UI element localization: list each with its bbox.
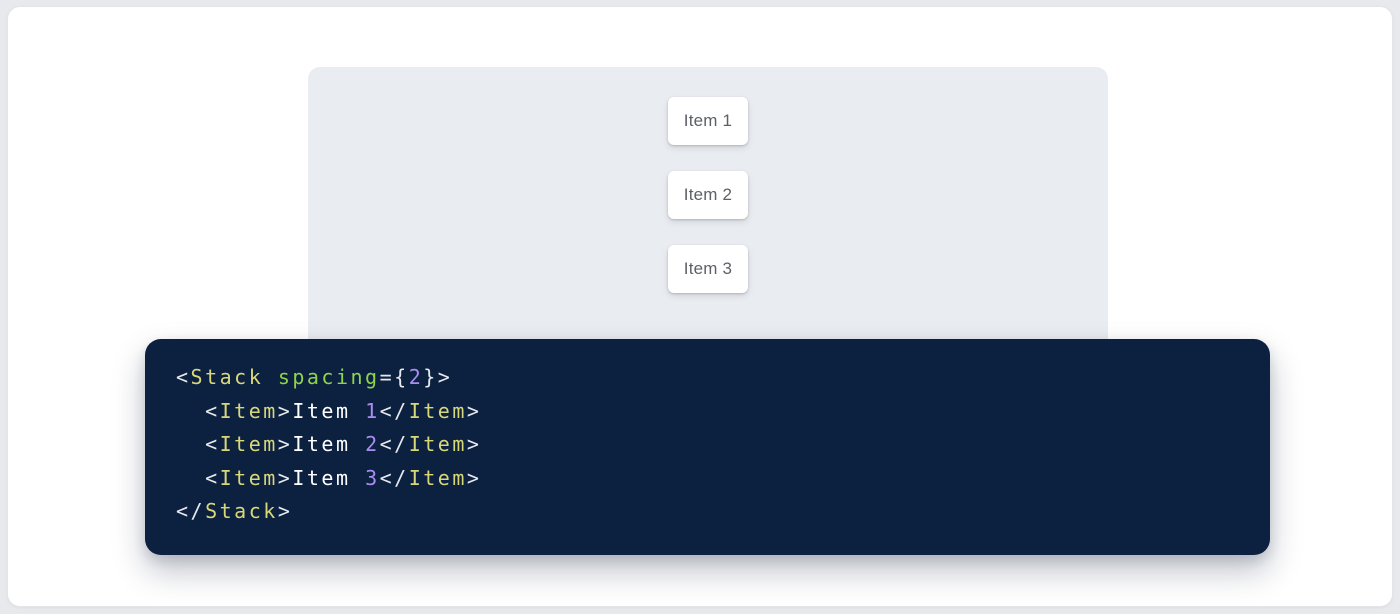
code-token-punct: > [277, 499, 293, 523]
stack-item-card: Item 3 [668, 245, 748, 293]
code-token-punct: > [466, 398, 482, 423]
code-token-punct: > [466, 465, 482, 490]
stack-item-card: Item 2 [668, 171, 748, 219]
code-token-tag: Stack [190, 365, 264, 389]
stack-item-label: Item 2 [683, 185, 733, 204]
code-token-punct: </ [379, 465, 409, 490]
code-token-tag: Item [408, 432, 467, 456]
code-token-punct: < [176, 432, 220, 456]
stack-demo: Item 1 Item 2 Item 3 [308, 67, 1108, 293]
code-token-punct: > [277, 465, 293, 490]
code-token-punct: < [176, 465, 220, 490]
code-line: <Item>Item 3</Item> [176, 462, 1250, 496]
code-token-punct: < [176, 365, 191, 389]
code-token-punct: }> [423, 365, 453, 389]
code-token-text: Item [292, 465, 366, 490]
code-token-num: 2 [408, 365, 424, 389]
code-content: <Stack spacing={2}> <Item>Item 1</Item> … [176, 361, 1250, 529]
code-token-punct: > [466, 432, 482, 456]
code-token-num: 1 [365, 398, 380, 423]
code-token-punct: </ [379, 432, 409, 456]
code-token-punct: < [176, 398, 220, 423]
code-token-punct: > [277, 432, 293, 456]
code-token-num: 2 [365, 432, 380, 456]
code-line: <Item>Item 2</Item> [176, 428, 1250, 462]
code-line: <Item>Item 1</Item> [176, 395, 1250, 429]
code-token-tag: Item [219, 398, 278, 423]
stack-item-label: Item 1 [683, 111, 733, 130]
code-token-attr: spacing [277, 365, 380, 389]
stack-item-card: Item 1 [668, 97, 748, 145]
stack-item-label: Item 3 [683, 259, 733, 278]
code-token-num: 3 [365, 465, 380, 490]
code-token-text: Item [292, 398, 366, 423]
code-token-tag: Item [219, 465, 278, 490]
code-line: </Stack> [176, 495, 1250, 529]
code-token-tag: Item [219, 432, 278, 456]
code-token-punct: </ [379, 398, 409, 423]
code-token-punct: </ [176, 499, 206, 523]
page-card: Item 1 Item 2 Item 3 <Stack spacing={2}>… [7, 6, 1393, 607]
code-token-text: Item [292, 432, 366, 456]
demo-preview-panel: Item 1 Item 2 Item 3 [308, 67, 1108, 359]
code-token-tag: Stack [205, 499, 278, 523]
code-line: <Stack spacing={2}> [176, 361, 1250, 395]
code-token-tag: Item [408, 465, 467, 490]
code-token-punct: > [277, 398, 293, 423]
code-block: <Stack spacing={2}> <Item>Item 1</Item> … [145, 339, 1270, 555]
code-token-punct [263, 365, 278, 389]
code-token-punct: ={ [379, 365, 409, 389]
code-token-tag: Item [408, 398, 467, 423]
